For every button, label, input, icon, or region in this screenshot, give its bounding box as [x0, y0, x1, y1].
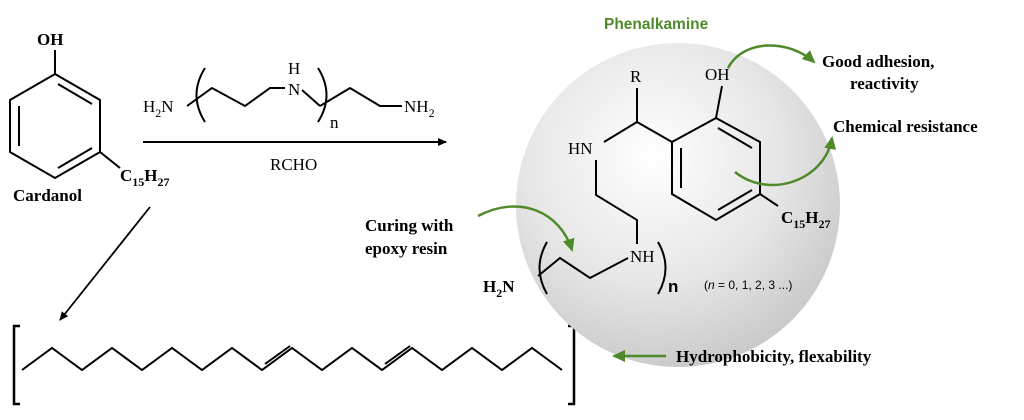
- cardanol-chain-label: C15H27: [120, 166, 170, 189]
- reagent-chain-left: [186, 86, 285, 108]
- product-ring-double-bond: [717, 189, 753, 211]
- product-repeat-n: n: [668, 277, 678, 296]
- sidechain-left-bracket: [12, 324, 20, 406]
- alkyl-side-chain: [12, 324, 576, 406]
- cardanol-oh-label: OH: [37, 30, 63, 49]
- product-ethylene-linker: [595, 160, 638, 244]
- product-ch-nh-bond: [603, 121, 638, 143]
- product-nh-label: NH: [630, 247, 655, 266]
- curing-green-arrow: [477, 205, 575, 252]
- cardanol-benzene-ring: [9, 72, 101, 180]
- product-chain-bond: [759, 193, 779, 207]
- reagent-nh-h: H: [288, 59, 300, 78]
- product-oh-bond: [715, 85, 723, 119]
- reagent-right-bracket: [317, 67, 328, 123]
- product-n-values: (n = 0, 1, 2, 3 ...): [704, 278, 792, 292]
- sidechain-right-bracket: [568, 324, 576, 406]
- product-right-paren: [657, 241, 667, 295]
- polyamine-reagent: H2N H N n NH2 RCHO: [143, 59, 447, 174]
- adhesion-label-line2: reactivity: [850, 74, 919, 93]
- product-oh-label: OH: [705, 65, 730, 84]
- product-left-paren: [538, 241, 548, 295]
- adhesion-green-arrow: [726, 44, 816, 69]
- curing-label-line1: Curing with: [365, 216, 454, 235]
- phenalkamine-title: Phenalkamine: [604, 16, 709, 33]
- cardanol-ring-double-bond: [57, 147, 93, 169]
- curing-label-line2: epoxy resin: [365, 239, 448, 258]
- sidechain-zigzag: [21, 346, 563, 372]
- product-ring-ch-bond: [636, 121, 673, 143]
- hydrophobicity-label: Hydrophobicity, flexability: [676, 347, 872, 366]
- cardanol-name: Cardanol: [13, 186, 82, 205]
- reagent-chain-right: [319, 86, 402, 107]
- reagent-left-bracket: [195, 67, 206, 123]
- reagent-repeat-n: n: [330, 113, 339, 132]
- phenalkamine-structure: R OH HN NH C15H27 H2N n (n = 0, 1, 2, 3 …: [483, 65, 831, 300]
- product-repeat-chain: [537, 256, 629, 280]
- reagent-h2n: H2N: [143, 97, 174, 120]
- chemical-green-arrow: [734, 136, 837, 187]
- reagent-aldehyde: RCHO: [270, 155, 317, 174]
- product-hn-label: HN: [568, 139, 593, 158]
- sidechain-double-bond: [384, 345, 411, 365]
- product-r-label: R: [630, 67, 642, 86]
- adhesion-label-line1: Good adhesion,: [822, 52, 934, 71]
- reagent-chain-mid: [301, 89, 321, 107]
- product-h2n-label: H2N: [483, 277, 515, 300]
- cardanol-ring-double-bond: [57, 83, 93, 105]
- sidechain-double-bond: [264, 345, 291, 365]
- reagent-nh2: NH2: [404, 97, 435, 120]
- reagent-nh-n: N: [288, 80, 300, 99]
- cardanol-chain-bond: [99, 151, 121, 169]
- chemical-resistance-label: Chemical resistance: [833, 117, 978, 136]
- sidechain-arrow: [59, 206, 151, 321]
- product-ring-double-bond: [717, 127, 753, 149]
- cardanol-structure: OH C15H27 Cardanol: [9, 30, 170, 205]
- phenalkamine-sphere: [516, 43, 840, 367]
- product-chain-label: C15H27: [781, 208, 831, 231]
